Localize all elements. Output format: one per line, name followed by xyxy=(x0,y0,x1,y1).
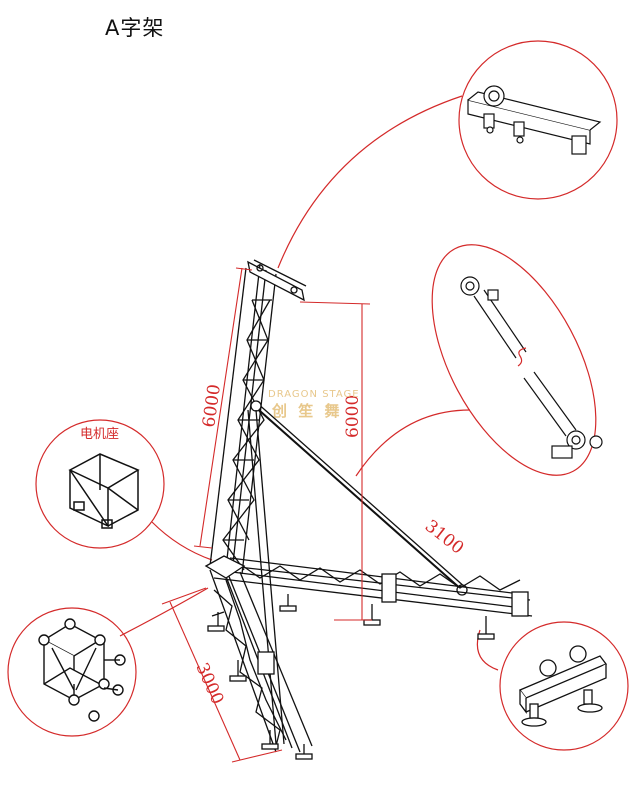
motor-base-label: 电机座 xyxy=(80,427,119,442)
dim-vertical-height: 6000 xyxy=(343,395,363,438)
diagram-title: A字架 xyxy=(105,16,165,40)
watermark-en: DRAGON STAGE xyxy=(268,389,360,400)
dimension-lines xyxy=(161,267,372,763)
callout-leaders xyxy=(119,95,499,671)
callout-bottom-left xyxy=(7,607,137,737)
dim-left-truss: 6000 xyxy=(199,383,225,429)
a-frame-truss xyxy=(204,259,533,760)
dim-base-length: 3000 xyxy=(191,660,227,708)
callout-bottom-right xyxy=(499,621,629,751)
dim-brace-length: 3100 xyxy=(421,516,467,558)
callout-right-brace xyxy=(431,244,603,476)
callout-motor-base: 电机座 xyxy=(35,419,165,549)
callout-top-right xyxy=(458,40,618,200)
watermark-cn: 创 笙 舞 xyxy=(271,402,342,420)
